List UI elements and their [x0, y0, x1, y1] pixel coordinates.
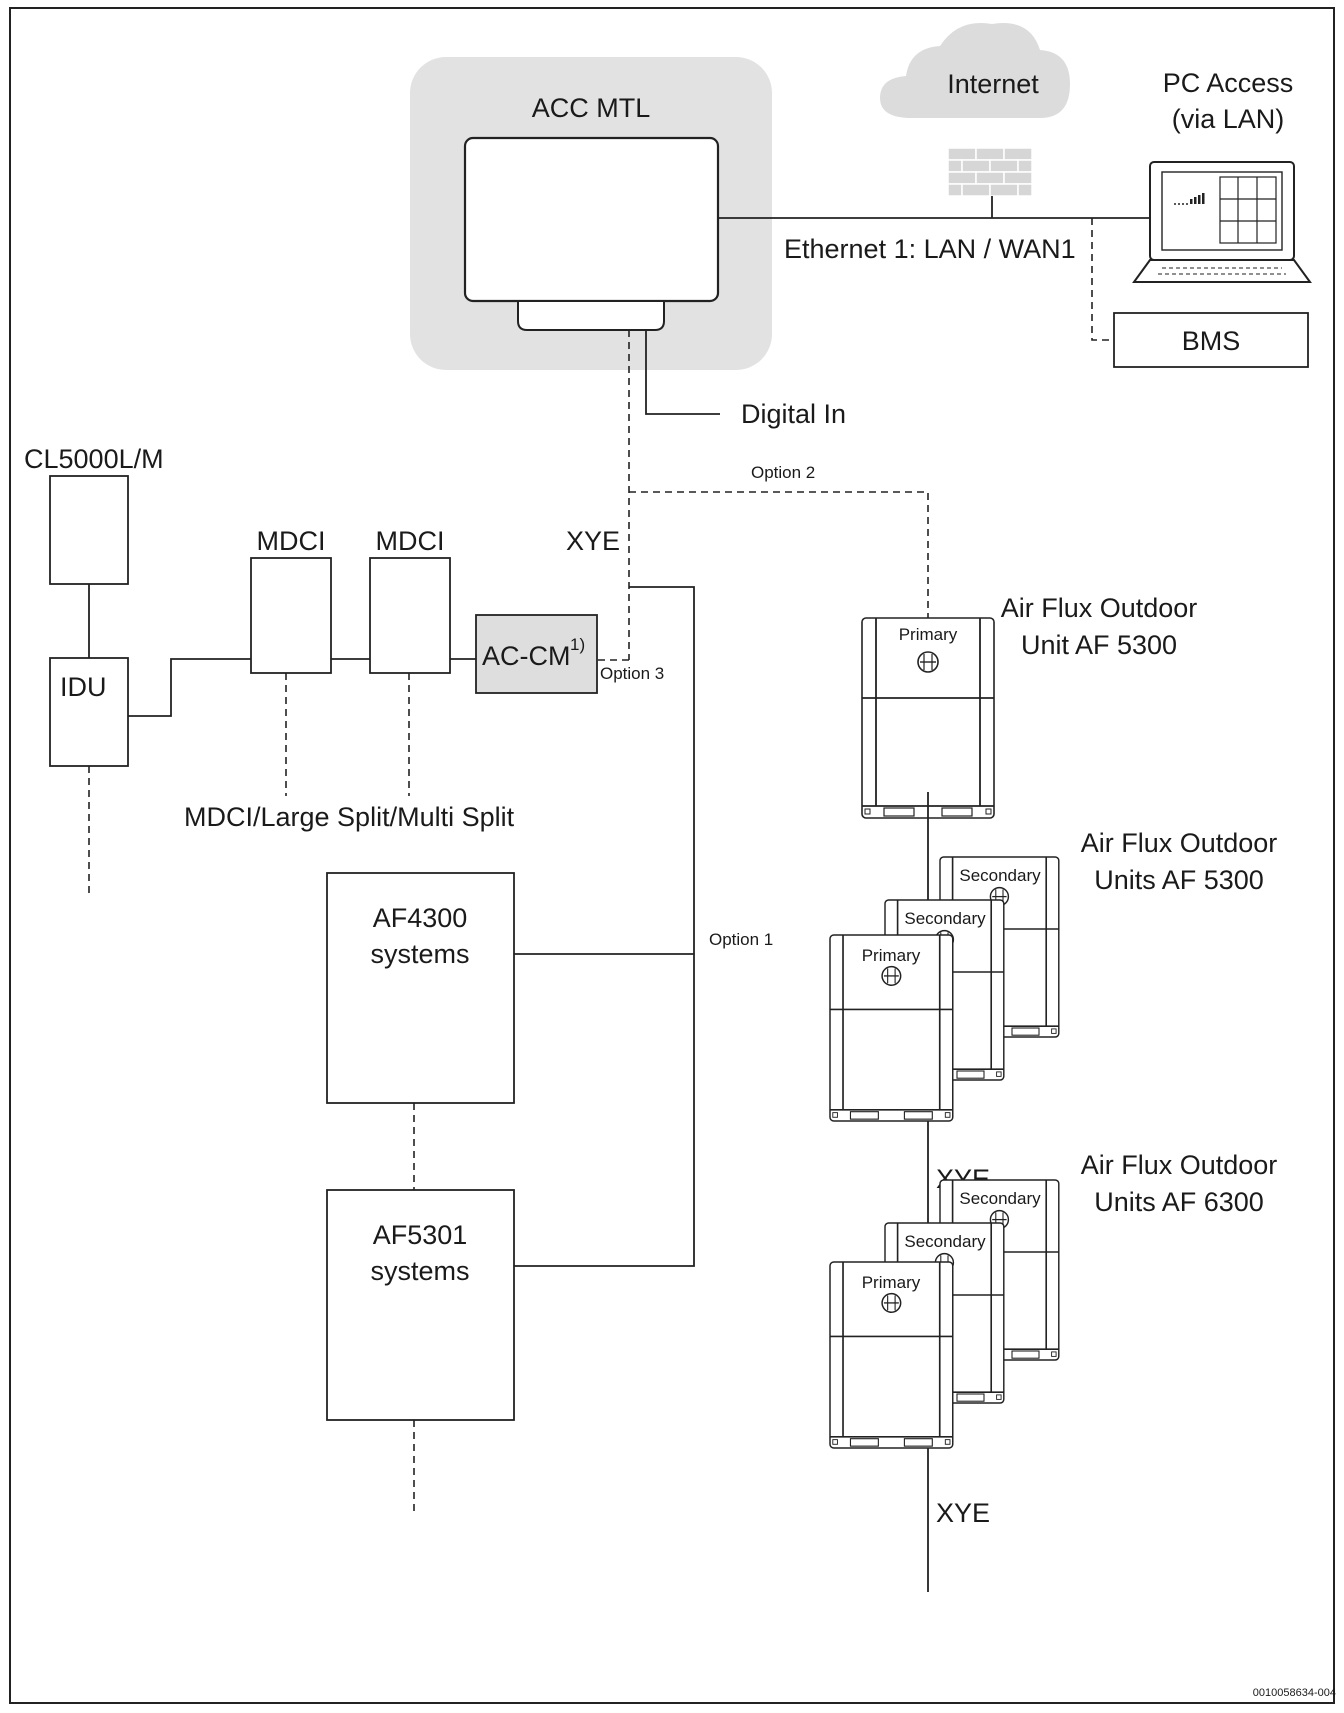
outdoor-unit-secondary-label: Secondary: [904, 909, 986, 928]
outdoor-group2-line1: Air Flux Outdoor: [1081, 828, 1278, 858]
controller-title: ACC MTL: [532, 93, 651, 123]
outdoor-group1-line1: Air Flux Outdoor: [1001, 593, 1198, 623]
split-caption: MDCI/Large Split/Multi Split: [184, 802, 515, 832]
outdoor-unit-af5300-primary[interactable]: [861, 617, 995, 819]
outdoor-unit-primary-label: Primary: [899, 625, 958, 644]
option1-label: Option 1: [709, 930, 773, 949]
outdoor-unit-secondary-label: Secondary: [959, 866, 1041, 885]
internet-label: Internet: [947, 69, 1039, 99]
option2-label: Option 2: [751, 463, 815, 482]
accm-box[interactable]: [475, 614, 598, 694]
xye-top-label: XYE: [566, 526, 620, 556]
pc-access-label-line1: PC Access: [1163, 68, 1294, 98]
outdoor-group2-line2: Units AF 5300: [1094, 865, 1264, 895]
diagram-frame: [9, 7, 1335, 1704]
document-id: 0010058634-004: [1253, 1687, 1336, 1699]
bms-box[interactable]: [1113, 312, 1309, 368]
accm-footnote: 1): [570, 635, 585, 654]
xye-bottom-label: XYE: [936, 1498, 990, 1528]
outdoor-unit-primary-label: Primary: [862, 1273, 921, 1292]
controller-connector-block: [517, 300, 665, 331]
digital-in-label: Digital In: [741, 399, 846, 429]
outdoor-unit-secondary-label: Secondary: [904, 1232, 986, 1251]
option3-label: Option 3: [600, 664, 664, 683]
idu-box[interactable]: [49, 657, 129, 767]
laptop-icon[interactable]: [1132, 161, 1312, 283]
outdoor-unit-primary-label: Primary: [862, 946, 921, 965]
af4300-label-line2: systems: [370, 939, 469, 969]
controller-body[interactable]: [463, 136, 720, 303]
outdoor-group3-line1: Air Flux Outdoor: [1081, 1150, 1278, 1180]
outdoor-unit-secondary-label: Secondary: [959, 1189, 1041, 1208]
bms-label: BMS: [1182, 326, 1241, 356]
af5301-label-line1: AF5301: [373, 1220, 468, 1250]
ethernet-label: Ethernet 1: LAN / WAN1: [784, 234, 1076, 264]
cl5000-label: CL5000L/M: [24, 444, 164, 474]
accm-label: AC-CM: [482, 641, 571, 671]
af5301-box[interactable]: [326, 1189, 515, 1421]
firewall-icon: [947, 147, 1033, 197]
cloud-icon: [880, 22, 1070, 118]
outdoor-group3-line2: Units AF 6300: [1094, 1187, 1264, 1217]
af5301-label-line2: systems: [370, 1256, 469, 1286]
mdci-box-2[interactable]: [369, 557, 451, 674]
pc-access-label-line2: (via LAN): [1172, 104, 1285, 134]
mdci-label-1: MDCI: [257, 526, 326, 556]
cl5000-box[interactable]: [49, 475, 129, 585]
outdoor-group1-line2: Unit AF 5300: [1021, 630, 1177, 660]
af4300-box[interactable]: [326, 872, 515, 1104]
af4300-label-line1: AF4300: [373, 903, 468, 933]
idu-label: IDU: [60, 672, 107, 702]
mdci-box-1[interactable]: [250, 557, 332, 674]
mdci-label-2: MDCI: [376, 526, 445, 556]
